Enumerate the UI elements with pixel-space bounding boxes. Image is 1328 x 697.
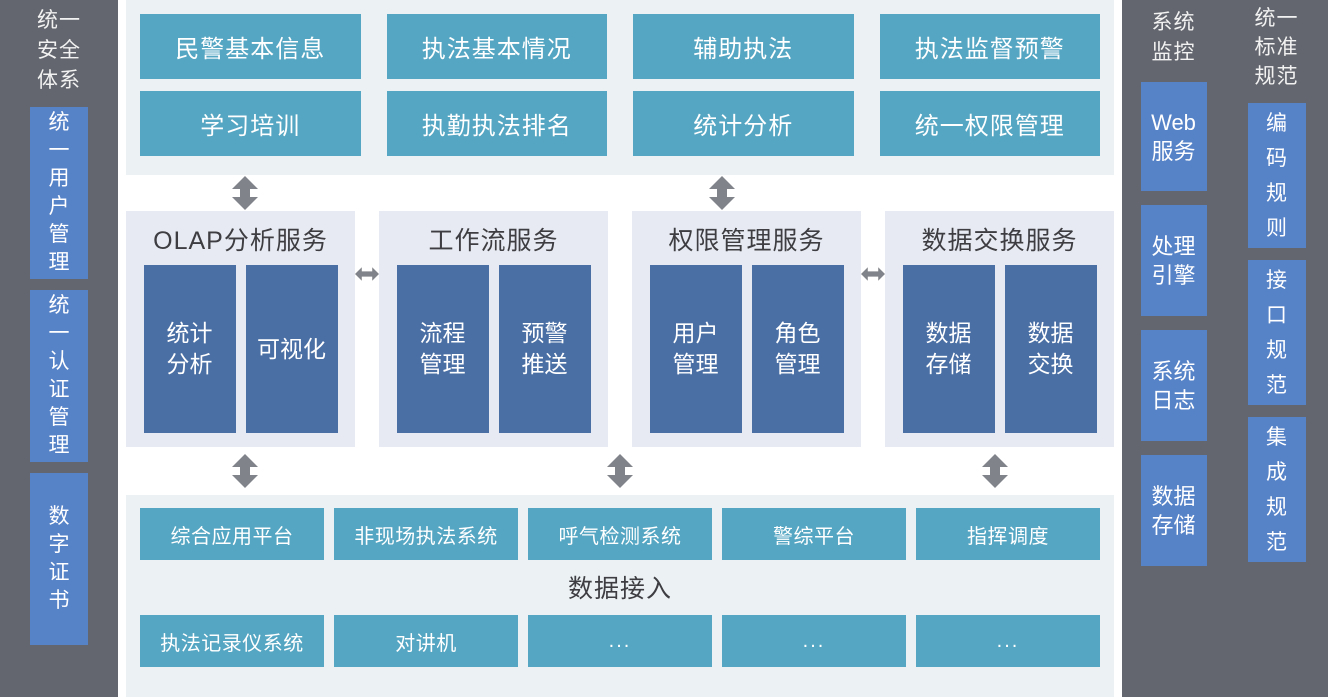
arrow-up-down-icon: [232, 454, 258, 488]
data-access-layer: 综合应用平台 非现场执法系统 呼气检测系统 警综平台 指挥调度 数据接入 执法记…: [126, 495, 1114, 697]
service-panel-workflow-boxes: 流程 管理 预警 推送: [391, 265, 596, 433]
upper-arrow-band: [126, 175, 1114, 211]
service-box-statistical-analysis[interactable]: 统计 分析: [143, 265, 236, 433]
app-box-enforcement-supervision-alert[interactable]: 执法监督预警: [879, 14, 1100, 79]
service-box-visualization[interactable]: 可视化: [245, 265, 338, 433]
standard-item-integration-spec[interactable]: 集 成 规 范: [1247, 417, 1306, 562]
app-box-assisted-enforcement[interactable]: 辅助执法: [633, 14, 854, 79]
service-box-user-management[interactable]: 用户 管理: [649, 265, 742, 433]
data-access-row-2: 执法记录仪系统 对讲机 ... ... ...: [140, 615, 1100, 667]
app-box-officer-basic-info[interactable]: 民警基本信息: [140, 14, 361, 79]
service-panel-workflow: 工作流服务 流程 管理 预警 推送: [379, 211, 608, 447]
service-panel-data-exchange-boxes: 数据 存储 数据 交换: [897, 265, 1102, 433]
app-box-unified-permission-management[interactable]: 统一权限管理: [879, 91, 1100, 156]
service-box-role-management[interactable]: 角色 管理: [751, 265, 844, 433]
service-gap-3: [861, 211, 885, 447]
monitor-item-system-log[interactable]: 系统 日志: [1140, 330, 1207, 441]
standard-item-coding-rules[interactable]: 编 码 规 则: [1247, 103, 1306, 248]
data-box-integrated-application-platform[interactable]: 综合应用平台: [140, 508, 324, 560]
service-panel-olap: OLAP分析服务 统计 分析 可视化: [126, 211, 355, 447]
app-box-learning-training[interactable]: 学习培训: [140, 91, 361, 156]
data-box-police-integrated-platform[interactable]: 警综平台: [722, 508, 906, 560]
data-box-placeholder-1[interactable]: ...: [528, 615, 712, 667]
service-panel-permission-boxes: 用户 管理 角色 管理: [644, 265, 849, 433]
monitor-item-data-storage[interactable]: 数据 存储: [1140, 455, 1207, 566]
data-access-row-1: 综合应用平台 非现场执法系统 呼气检测系统 警综平台 指挥调度: [140, 508, 1100, 560]
arrow-up-down-icon: [232, 176, 258, 210]
application-layer: 民警基本信息 执法基本情况 辅助执法 执法监督预警 学习培训 执勤执法排名 统计…: [126, 0, 1114, 175]
arrow-left-right-icon: [355, 267, 379, 281]
sidebar-item-unified-auth-management[interactable]: 统 一 认 证 管 理: [30, 290, 88, 462]
system-monitor-title: 系统 监控: [1151, 11, 1196, 64]
sidebar-item-digital-certificate[interactable]: 数 字 证 书: [30, 473, 88, 645]
lower-arrow-band: [126, 447, 1114, 495]
sidebar-item-unified-user-management[interactable]: 统 一 用 户 管 理: [30, 107, 88, 279]
service-layer: OLAP分析服务 统计 分析 可视化 工作流服务 流程 管理 预警 推送: [126, 211, 1114, 447]
arrow-up-down-icon: [709, 176, 735, 210]
service-panel-data-exchange-title: 数据交换服务: [921, 227, 1078, 255]
arrow-up-down-icon: [607, 454, 633, 488]
system-monitor-sidebar: 系统 监控 Web 服务 处理 引擎 系统 日志 数据 存储: [1122, 0, 1225, 697]
data-box-offsite-enforcement-system[interactable]: 非现场执法系统: [334, 508, 518, 560]
application-row-1: 民警基本信息 执法基本情况 辅助执法 执法监督预警: [140, 14, 1100, 79]
monitor-item-processing-engine[interactable]: 处理 引擎: [1140, 205, 1207, 316]
unified-standard-title: 统一 标准 规范: [1254, 7, 1299, 88]
unified-standard-sidebar: 统一 标准 规范 编 码 规 则 接 口 规 范 集 成 规 范: [1225, 0, 1328, 697]
service-gap-2: [608, 211, 632, 447]
data-box-law-enforcement-recorder-system[interactable]: 执法记录仪系统: [140, 615, 324, 667]
service-box-data-exchange[interactable]: 数据 交换: [1004, 265, 1097, 433]
monitor-item-web-service[interactable]: Web 服务: [1140, 82, 1207, 191]
data-box-placeholder-3[interactable]: ...: [916, 615, 1100, 667]
service-box-process-management[interactable]: 流程 管理: [396, 265, 489, 433]
service-panel-permission: 权限管理服务 用户 管理 角色 管理: [632, 211, 861, 447]
standard-item-interface-spec[interactable]: 接 口 规 范: [1247, 260, 1306, 405]
app-box-enforcement-basic-status[interactable]: 执法基本情况: [386, 14, 607, 79]
service-panel-workflow-title: 工作流服务: [428, 227, 559, 255]
app-box-statistical-analysis[interactable]: 统计分析: [633, 91, 854, 156]
service-panel-olap-title: OLAP分析服务: [153, 227, 328, 255]
data-box-walkie-talkie[interactable]: 对讲机: [334, 615, 518, 667]
arrow-up-down-icon: [982, 454, 1008, 488]
service-box-alert-push[interactable]: 预警 推送: [498, 265, 591, 433]
app-box-duty-enforcement-ranking[interactable]: 执勤执法排名: [386, 91, 607, 156]
service-panel-permission-title: 权限管理服务: [668, 227, 825, 255]
service-panel-olap-boxes: 统计 分析 可视化: [138, 265, 343, 433]
data-box-breath-test-system[interactable]: 呼气检测系统: [528, 508, 712, 560]
left-security-sidebar: 统一 安全 体系 统 一 用 户 管 理 统 一 认 证 管 理 数 字 证 书: [0, 0, 118, 697]
service-panel-data-exchange: 数据交换服务 数据 存储 数据 交换: [885, 211, 1114, 447]
center-column: 民警基本信息 执法基本情况 辅助执法 执法监督预警 学习培训 执勤执法排名 统计…: [118, 0, 1122, 697]
application-row-2: 学习培训 执勤执法排名 统计分析 统一权限管理: [140, 91, 1100, 156]
data-access-caption: 数据接入: [567, 575, 672, 603]
service-gap-1: [355, 211, 379, 447]
service-box-data-storage[interactable]: 数据 存储: [902, 265, 995, 433]
arrow-left-right-icon: [861, 267, 885, 281]
data-box-placeholder-2[interactable]: ...: [722, 615, 906, 667]
left-sidebar-title: 统一 安全 体系: [37, 9, 81, 92]
data-box-command-dispatch[interactable]: 指挥调度: [916, 508, 1100, 560]
